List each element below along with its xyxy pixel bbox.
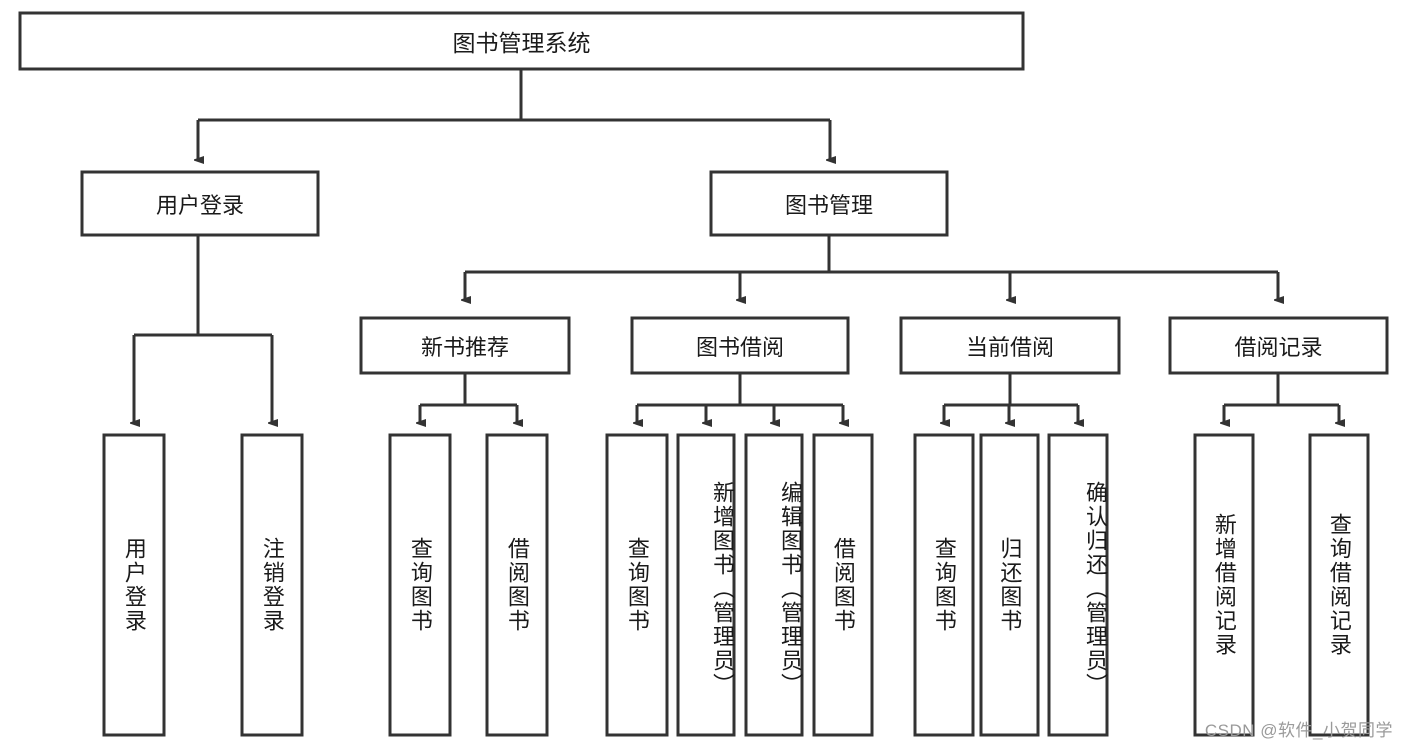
node-borrow-record-box[interactable] [1168,316,1389,375]
leaf-box-9[interactable] [979,433,1040,737]
node-book-borrow-box[interactable] [630,316,850,375]
leaf-box-3[interactable] [485,433,549,737]
csdn-watermark: CSDN @软件_小贺同学 [1204,721,1393,740]
leaf-box-7[interactable] [812,433,874,737]
leaf-box-0[interactable] [102,433,166,737]
leaf-box-12[interactable] [1308,433,1370,737]
leaf-box-2[interactable] [388,433,452,737]
node-user-login-box[interactable] [80,170,320,237]
node-current-borrow-box[interactable] [899,316,1121,375]
leaf-box-1[interactable] [240,433,304,737]
node-root-box[interactable] [18,11,1025,71]
leaf-box-6[interactable] [744,433,804,737]
leaf-box-11[interactable] [1193,433,1255,737]
leaf-box-8[interactable] [913,433,975,737]
leaf-box-10[interactable] [1047,433,1109,737]
leaf-box-5[interactable] [676,433,736,737]
node-book-management-box[interactable] [709,170,949,237]
node-new-book-box[interactable] [359,316,571,375]
leaf-box-4[interactable] [605,433,669,737]
